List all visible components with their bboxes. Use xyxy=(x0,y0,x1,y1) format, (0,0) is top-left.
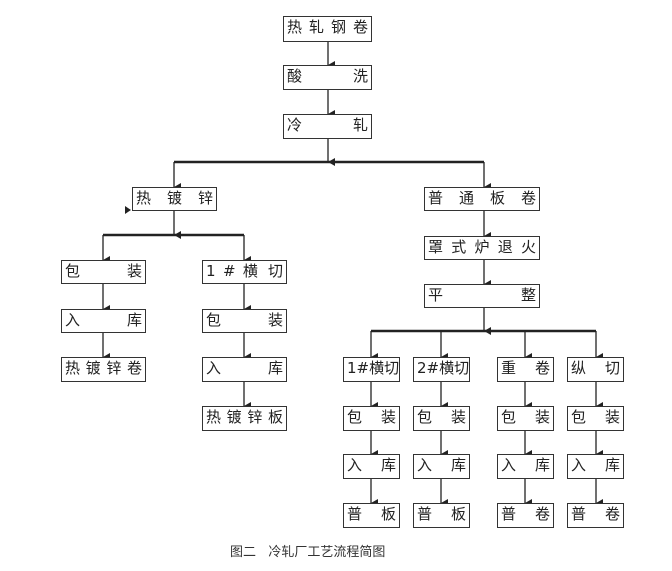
node-slit-storage: 入 库 xyxy=(567,454,624,479)
node-cut1: 1#横切 xyxy=(343,357,400,382)
node-galv-cut1-packing: 包 装 xyxy=(202,309,287,333)
node-cut1-packing: 包 装 xyxy=(343,406,400,431)
node-galv-cut1-storage: 入 库 xyxy=(202,357,287,382)
node-cut2-product: 普 板 xyxy=(413,503,470,528)
node-pickling: 酸 洗 xyxy=(283,65,372,90)
node-ordinary-coil: 普 通 板 卷 xyxy=(424,187,540,211)
arrow-marker xyxy=(125,206,131,214)
node-cold-rolling: 冷 轧 xyxy=(283,114,372,139)
node-slit-product: 普 卷 xyxy=(567,503,624,528)
node-galv-packing: 包 装 xyxy=(61,260,146,284)
node-galv-cut1: 1 # 横 切 xyxy=(202,260,287,284)
node-recoil-product: 普 卷 xyxy=(497,503,554,528)
node-cut1-product: 普 板 xyxy=(343,503,400,528)
node-slit-packing: 包 装 xyxy=(567,406,624,431)
node-hot-dip-galvanizing: 热 镀 锌 xyxy=(132,187,217,211)
node-galv-storage: 入 库 xyxy=(61,309,146,333)
node-hot-rolled-coil: 热轧钢卷 xyxy=(283,16,372,42)
node-cut2-storage: 入 库 xyxy=(413,454,470,479)
node-recoil-storage: 入 库 xyxy=(497,454,554,479)
node-cut2: 2#横切 xyxy=(413,357,470,382)
figure-caption: 图二 冷轧厂工艺流程简图 xyxy=(230,545,386,560)
node-recoil: 重 卷 xyxy=(497,357,554,382)
node-temper-rolling: 平 整 xyxy=(424,284,540,308)
node-recoil-packing: 包 装 xyxy=(497,406,554,431)
node-cut1-storage: 入 库 xyxy=(343,454,400,479)
node-bell-annealing: 罩式炉退火 xyxy=(424,236,540,260)
node-galv-sheet: 热镀锌板 xyxy=(202,406,287,431)
node-galv-coil: 热镀锌卷 xyxy=(61,357,146,382)
node-cut2-packing: 包 装 xyxy=(413,406,470,431)
node-slit: 纵 切 xyxy=(567,357,624,382)
